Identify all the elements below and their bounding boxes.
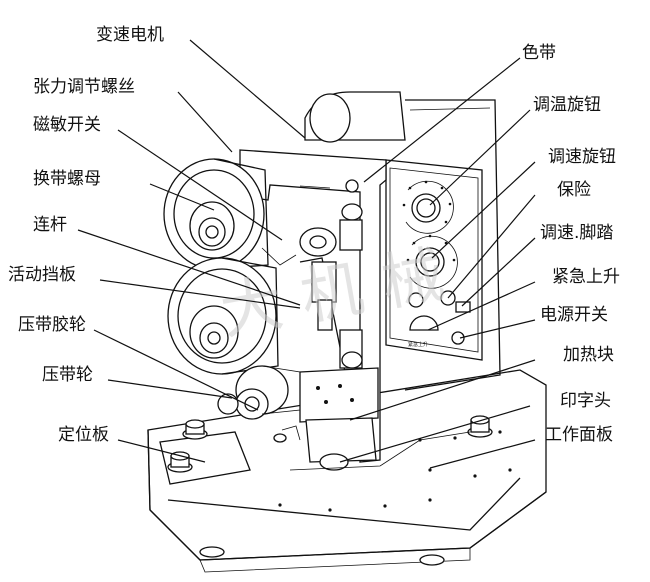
heating-block — [299, 367, 379, 423]
label-print-head: 印字头 — [560, 391, 611, 411]
label-press-rubber-wheel: 压带胶轮 — [18, 315, 86, 335]
front-bracket — [289, 431, 471, 471]
press-rubber-wheel-reel — [167, 257, 279, 375]
label-press-wheel: 压带轮 — [42, 365, 93, 385]
panel-emergency-text: 紧急上升 — [408, 341, 428, 348]
label-fuse: 保险 — [557, 180, 591, 200]
connecting-rod-assembly — [261, 203, 363, 373]
label-connecting-rod: 连杆 — [33, 215, 67, 235]
label-magnetic-switch: 磁敏开关 — [33, 115, 101, 135]
label-emergency-rise: 紧急上升 — [552, 267, 620, 287]
labels: 变速电机 张力调节螺丝 磁敏开关 换带螺母 连杆 活动挡板 压带胶轮 压带轮 定… — [8, 25, 620, 445]
label-ribbon-change-nut: 换带螺母 — [33, 169, 101, 189]
label-ribbon: 色带 — [522, 43, 556, 63]
label-positioning-plate: 定位板 — [58, 425, 109, 445]
label-speed-pedal: 调速.脚踏 — [540, 223, 613, 243]
label-temp-knob: 调温旋钮 — [533, 95, 601, 115]
machine-illustration: 紧急上升 — [147, 91, 547, 573]
label-variable-speed-motor: 变速电机 — [96, 25, 164, 45]
variable-speed-motor — [304, 91, 501, 391]
press-wheel — [217, 365, 301, 420]
leader-lines — [77, 39, 536, 469]
print-head — [273, 417, 377, 471]
label-work-panel: 工作面板 — [545, 425, 613, 445]
label-speed-knob: 调速旋钮 — [548, 147, 616, 167]
label-movable-baffle: 活动挡板 — [8, 265, 76, 285]
label-heating-block: 加热块 — [563, 345, 614, 365]
positioning-plate — [159, 415, 493, 485]
label-power-switch: 电源开关 — [540, 305, 608, 325]
label-tension-adjust-screw: 张力调节螺丝 — [33, 77, 135, 97]
